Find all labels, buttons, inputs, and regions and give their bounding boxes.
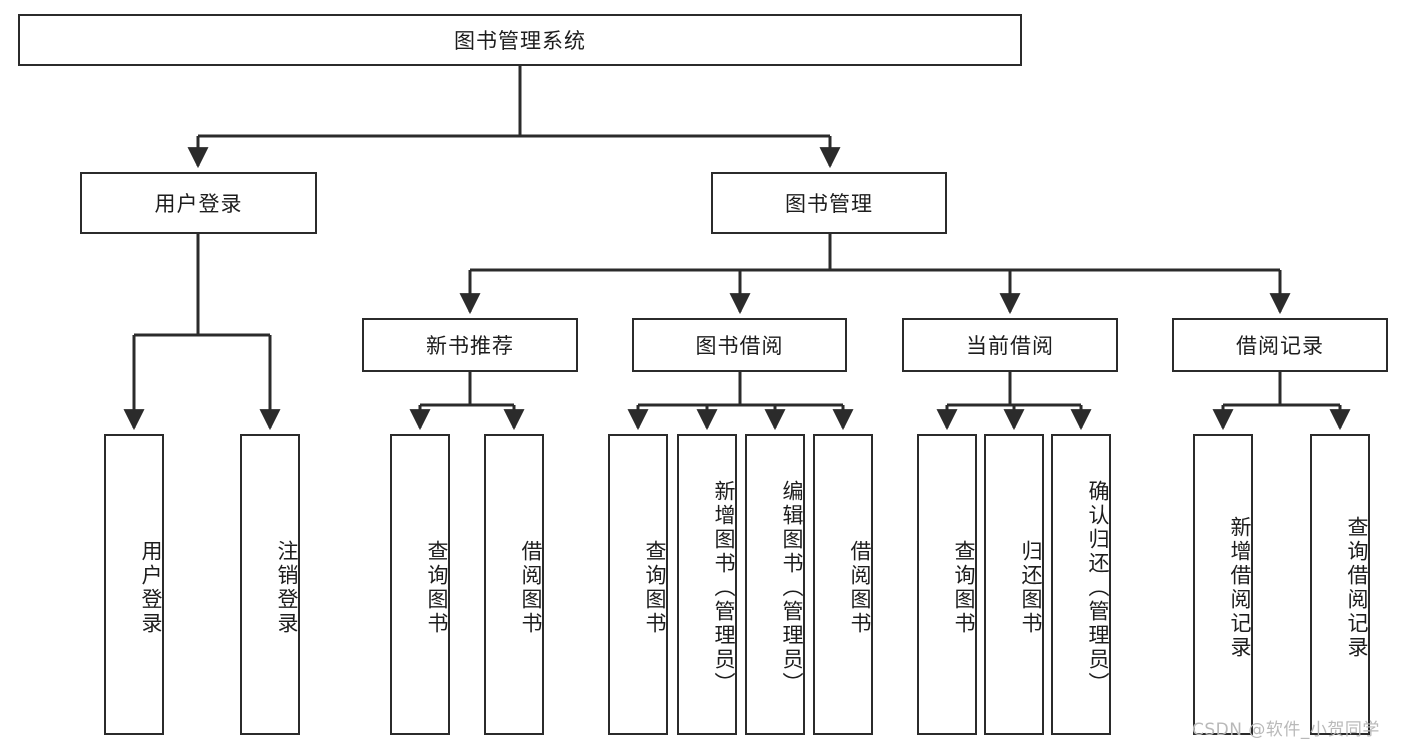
- leaf-confirm-return-admin-label: 确认归还（管理员）: [1086, 479, 1110, 696]
- leaf-query-book-borrow[interactable]: 查询图书: [608, 434, 668, 735]
- leaf-query-borrow-record-label: 查询借阅记录: [1345, 515, 1369, 660]
- leaf-borrow-book[interactable]: 借阅图书: [813, 434, 873, 735]
- node-root[interactable]: 图书管理系统: [18, 14, 1022, 66]
- leaf-add-borrow-record[interactable]: 新增借阅记录: [1193, 434, 1253, 735]
- leaf-confirm-return-admin[interactable]: 确认归还（管理员）: [1051, 434, 1111, 735]
- node-book-management-label: 图书管理: [785, 192, 873, 216]
- node-current-borrow[interactable]: 当前借阅: [902, 318, 1118, 372]
- node-new-book-recommend-label: 新书推荐: [426, 334, 514, 358]
- leaf-query-book-recommend-label: 查询图书: [425, 539, 449, 636]
- leaf-user-logout-label: 注销登录: [275, 539, 299, 636]
- leaf-user-login-label: 用户登录: [139, 539, 163, 636]
- leaf-user-logout[interactable]: 注销登录: [240, 434, 300, 735]
- node-book-borrow-label: 图书借阅: [695, 334, 784, 358]
- leaf-add-book-admin-label: 新增图书（管理员）: [712, 479, 736, 696]
- leaf-query-borrow-record[interactable]: 查询借阅记录: [1310, 434, 1370, 735]
- csdn-watermark: CSDN @软件_小贺同学: [1192, 720, 1380, 740]
- leaf-edit-book-admin-label: 编辑图书（管理员）: [780, 479, 804, 696]
- leaf-add-borrow-record-label: 新增借阅记录: [1228, 515, 1252, 660]
- node-user-login[interactable]: 用户登录: [80, 172, 317, 234]
- node-new-book-recommend[interactable]: 新书推荐: [362, 318, 578, 372]
- leaf-borrow-book-recommend[interactable]: 借阅图书: [484, 434, 544, 735]
- node-root-label: 图书管理系统: [454, 29, 586, 53]
- node-borrow-record-label: 借阅记录: [1236, 334, 1324, 358]
- leaf-user-login[interactable]: 用户登录: [104, 434, 164, 735]
- node-borrow-record[interactable]: 借阅记录: [1172, 318, 1388, 372]
- node-current-borrow-label: 当前借阅: [966, 334, 1054, 358]
- leaf-return-book[interactable]: 归还图书: [984, 434, 1044, 735]
- leaf-return-book-label: 归还图书: [1019, 539, 1043, 636]
- node-user-login-label: 用户登录: [154, 192, 243, 216]
- leaf-borrow-book-label: 借阅图书: [848, 539, 872, 636]
- leaf-query-book-borrow-label: 查询图书: [643, 539, 667, 636]
- leaf-query-book-recommend[interactable]: 查询图书: [390, 434, 450, 735]
- leaf-edit-book-admin[interactable]: 编辑图书（管理员）: [745, 434, 805, 735]
- leaf-borrow-book-recommend-label: 借阅图书: [519, 539, 543, 636]
- node-book-management[interactable]: 图书管理: [711, 172, 947, 234]
- leaf-query-book-current-label: 查询图书: [952, 539, 976, 636]
- node-book-borrow[interactable]: 图书借阅: [632, 318, 847, 372]
- leaf-query-book-current[interactable]: 查询图书: [917, 434, 977, 735]
- leaf-add-book-admin[interactable]: 新增图书（管理员）: [677, 434, 737, 735]
